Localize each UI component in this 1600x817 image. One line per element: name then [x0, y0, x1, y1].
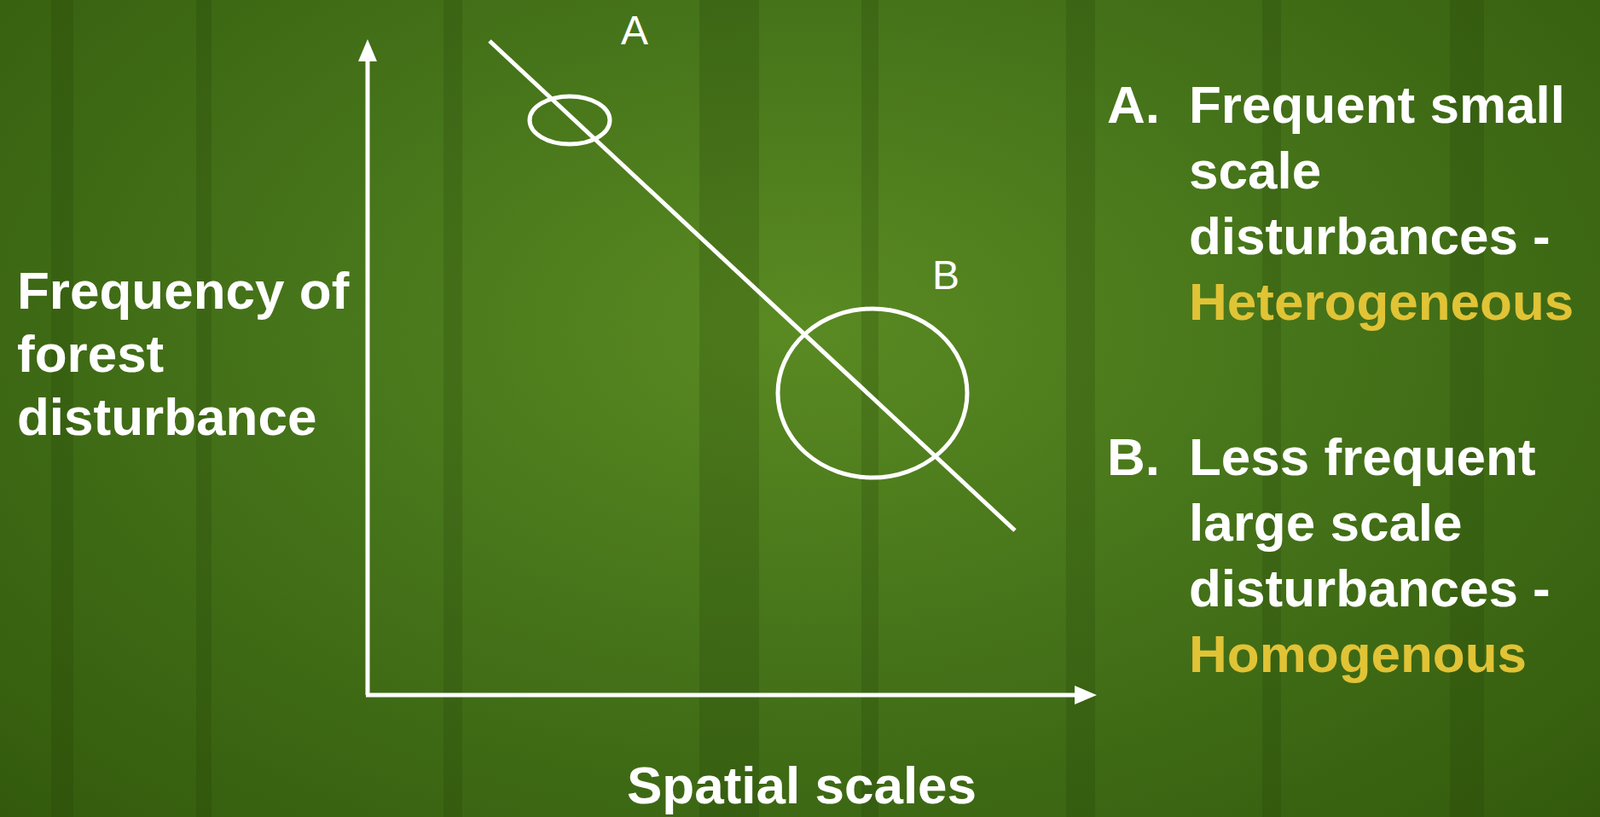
axis-arrowhead [1074, 685, 1097, 705]
ellipse-outline [527, 93, 613, 147]
axis-arrowhead [358, 39, 377, 62]
list-letter: A. [1107, 71, 1184, 138]
axes [365, 40, 1084, 696]
ellipse-letter: B [932, 255, 960, 296]
list-text: Less frequent large scale disturbances - [1188, 423, 1595, 621]
list-letter: B. [1107, 423, 1184, 490]
highlight-term: Homogenous [1188, 620, 1595, 687]
ellipse-letter: A [620, 10, 649, 52]
large-scale-ellipse: B [775, 306, 970, 481]
highlight-term: Heterogeneous [1188, 268, 1595, 335]
x-axis-label: Spatial scales [477, 757, 1126, 814]
y-axis-label: Frequency of forest disturbance [17, 259, 350, 449]
ellipse-outline [775, 306, 970, 481]
small-scale-ellipse: A [527, 93, 613, 147]
list-text: Frequent small scale disturbances - [1188, 71, 1595, 269]
